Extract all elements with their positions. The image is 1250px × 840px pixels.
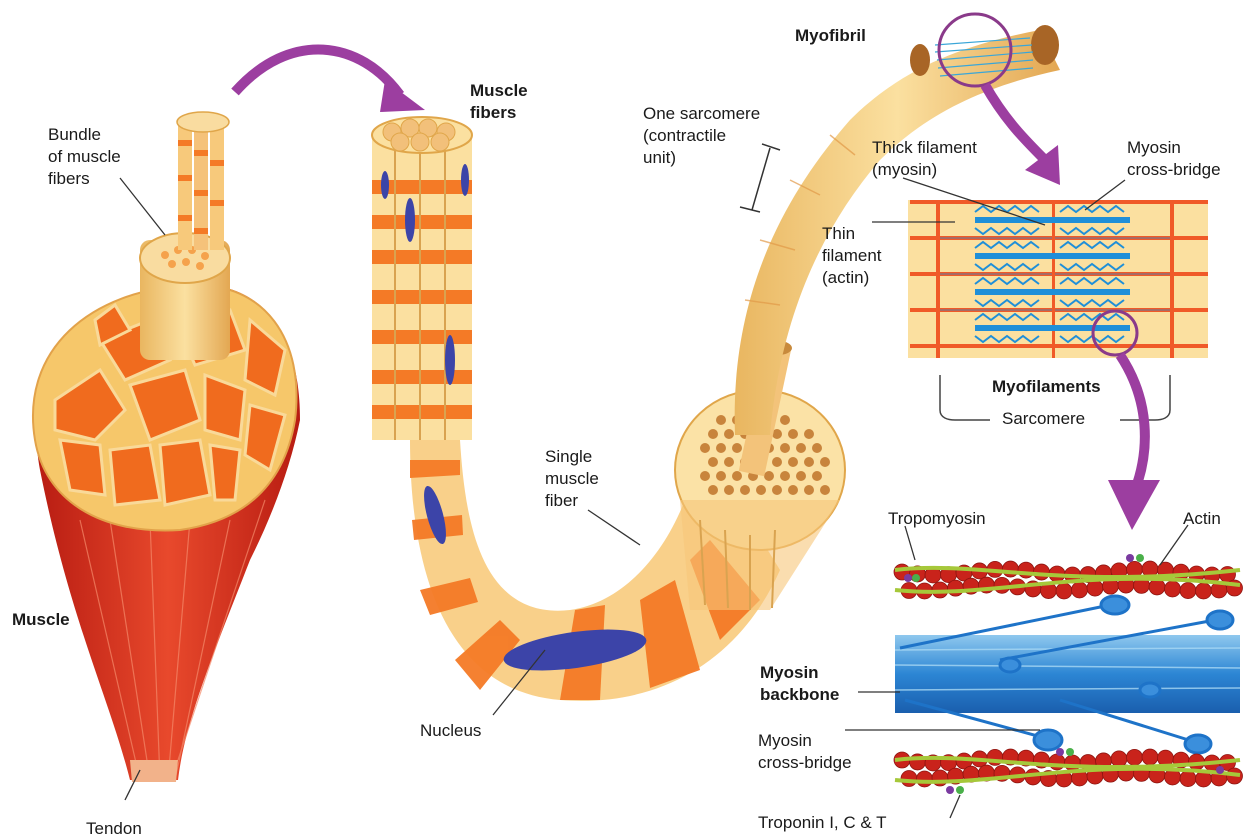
arrow-head-3: [1108, 480, 1160, 530]
label-bundle: Bundle of muscle fibers: [48, 124, 121, 190]
myofibril-dot: [716, 443, 726, 453]
actin-bead: [1087, 580, 1103, 596]
myofibril-dot: [788, 457, 798, 467]
actin-bead: [917, 771, 933, 787]
actin-bead: [1049, 754, 1065, 770]
label-muscle-fibers: Muscle fibers: [470, 80, 528, 124]
label-nucleus: Nucleus: [420, 720, 481, 742]
myofibril-dot: [700, 471, 710, 481]
myofibril-dot: [796, 471, 806, 481]
myofibril-dot: [804, 429, 814, 439]
myofibril-dot: [740, 485, 750, 495]
myofibril-dot: [724, 429, 734, 439]
arrow-bundle-to-fibers: [235, 49, 400, 95]
label-thick-filament: Thick filament (myosin): [872, 137, 977, 181]
actin-bead: [1111, 751, 1127, 767]
myofibril-dot: [708, 485, 718, 495]
myofibril-dot: [772, 457, 782, 467]
actin-bead: [1165, 581, 1181, 597]
arrow-myofibril-to-filaments: [985, 85, 1045, 160]
actin-bead: [901, 771, 917, 787]
actin-bead: [1127, 749, 1143, 765]
myofibril-dot: [804, 457, 814, 467]
muscle-fibers-group: [372, 117, 472, 440]
myofibril-dot: [780, 443, 790, 453]
myofibril-dot: [796, 443, 806, 453]
label-actin: Actin: [1183, 508, 1221, 530]
myofibril-dot: [708, 429, 718, 439]
actin-bead: [1142, 749, 1158, 765]
label-troponin: Troponin I, C & T: [758, 812, 887, 834]
label-one-sarcomere: One sarcomere (contractile unit): [643, 103, 760, 169]
myofibril-dot: [820, 485, 830, 495]
label-myosin-cross-bridge-top: Myosin cross-bridge: [1127, 137, 1221, 181]
myofibril-dot: [804, 485, 814, 495]
myofibril-dot: [812, 471, 822, 481]
myofibril-dot: [820, 457, 830, 467]
whole-muscle: [33, 112, 300, 782]
label-myofibril: Myofibril: [795, 25, 866, 47]
actin-bead: [1072, 582, 1088, 598]
actin-bead: [948, 580, 964, 596]
myofibril-dot: [732, 471, 742, 481]
myofibril-dot: [812, 443, 822, 453]
actin-bead: [1065, 755, 1081, 771]
label-muscle: Muscle: [12, 609, 70, 631]
myofibril-dot: [716, 471, 726, 481]
myofibril-dot: [764, 471, 774, 481]
myofibril-dot: [780, 415, 790, 425]
myofibril-dot: [788, 429, 798, 439]
myofibril-dot: [724, 485, 734, 495]
myofibril-dot: [756, 485, 766, 495]
myofibril-dot: [724, 457, 734, 467]
bundle-strands: [177, 112, 229, 250]
myofibril-dot: [700, 443, 710, 453]
myofibril-dot: [716, 415, 726, 425]
myofibril-dot: [708, 457, 718, 467]
label-tendon: Tendon: [86, 818, 142, 840]
actin-bead: [1056, 583, 1072, 599]
label-myosin-cross-bridge-bottom: Myosin cross-bridge: [758, 730, 852, 774]
arrow-sarcomere-to-detail: [1120, 355, 1145, 490]
myofibril-dot: [732, 443, 742, 453]
label-myofilaments: Myofilaments: [992, 376, 1101, 398]
actin-bead: [1180, 771, 1196, 787]
molecular-detail: [894, 554, 1243, 794]
label-sarcomere: Sarcomere: [998, 408, 1089, 430]
label-myosin-backbone: Myosin backbone: [760, 662, 839, 706]
actin-bead: [1003, 561, 1019, 577]
myofibril-dot: [780, 471, 790, 481]
myofibril-dot: [788, 485, 798, 495]
single-fiber-group: [410, 341, 845, 701]
arrow-head-1: [380, 80, 425, 112]
actin-bead: [1018, 562, 1034, 578]
actin-bead: [1196, 583, 1212, 599]
actin-bead: [1180, 583, 1196, 599]
label-tropomyosin: Tropomyosin: [888, 508, 986, 530]
label-single-muscle-fiber: Single muscle fiber: [545, 446, 599, 512]
label-thin-filament: Thin filament (actin): [822, 223, 882, 289]
tendon: [130, 760, 178, 782]
myofibril-dot: [772, 485, 782, 495]
actin-bead: [1149, 579, 1165, 595]
